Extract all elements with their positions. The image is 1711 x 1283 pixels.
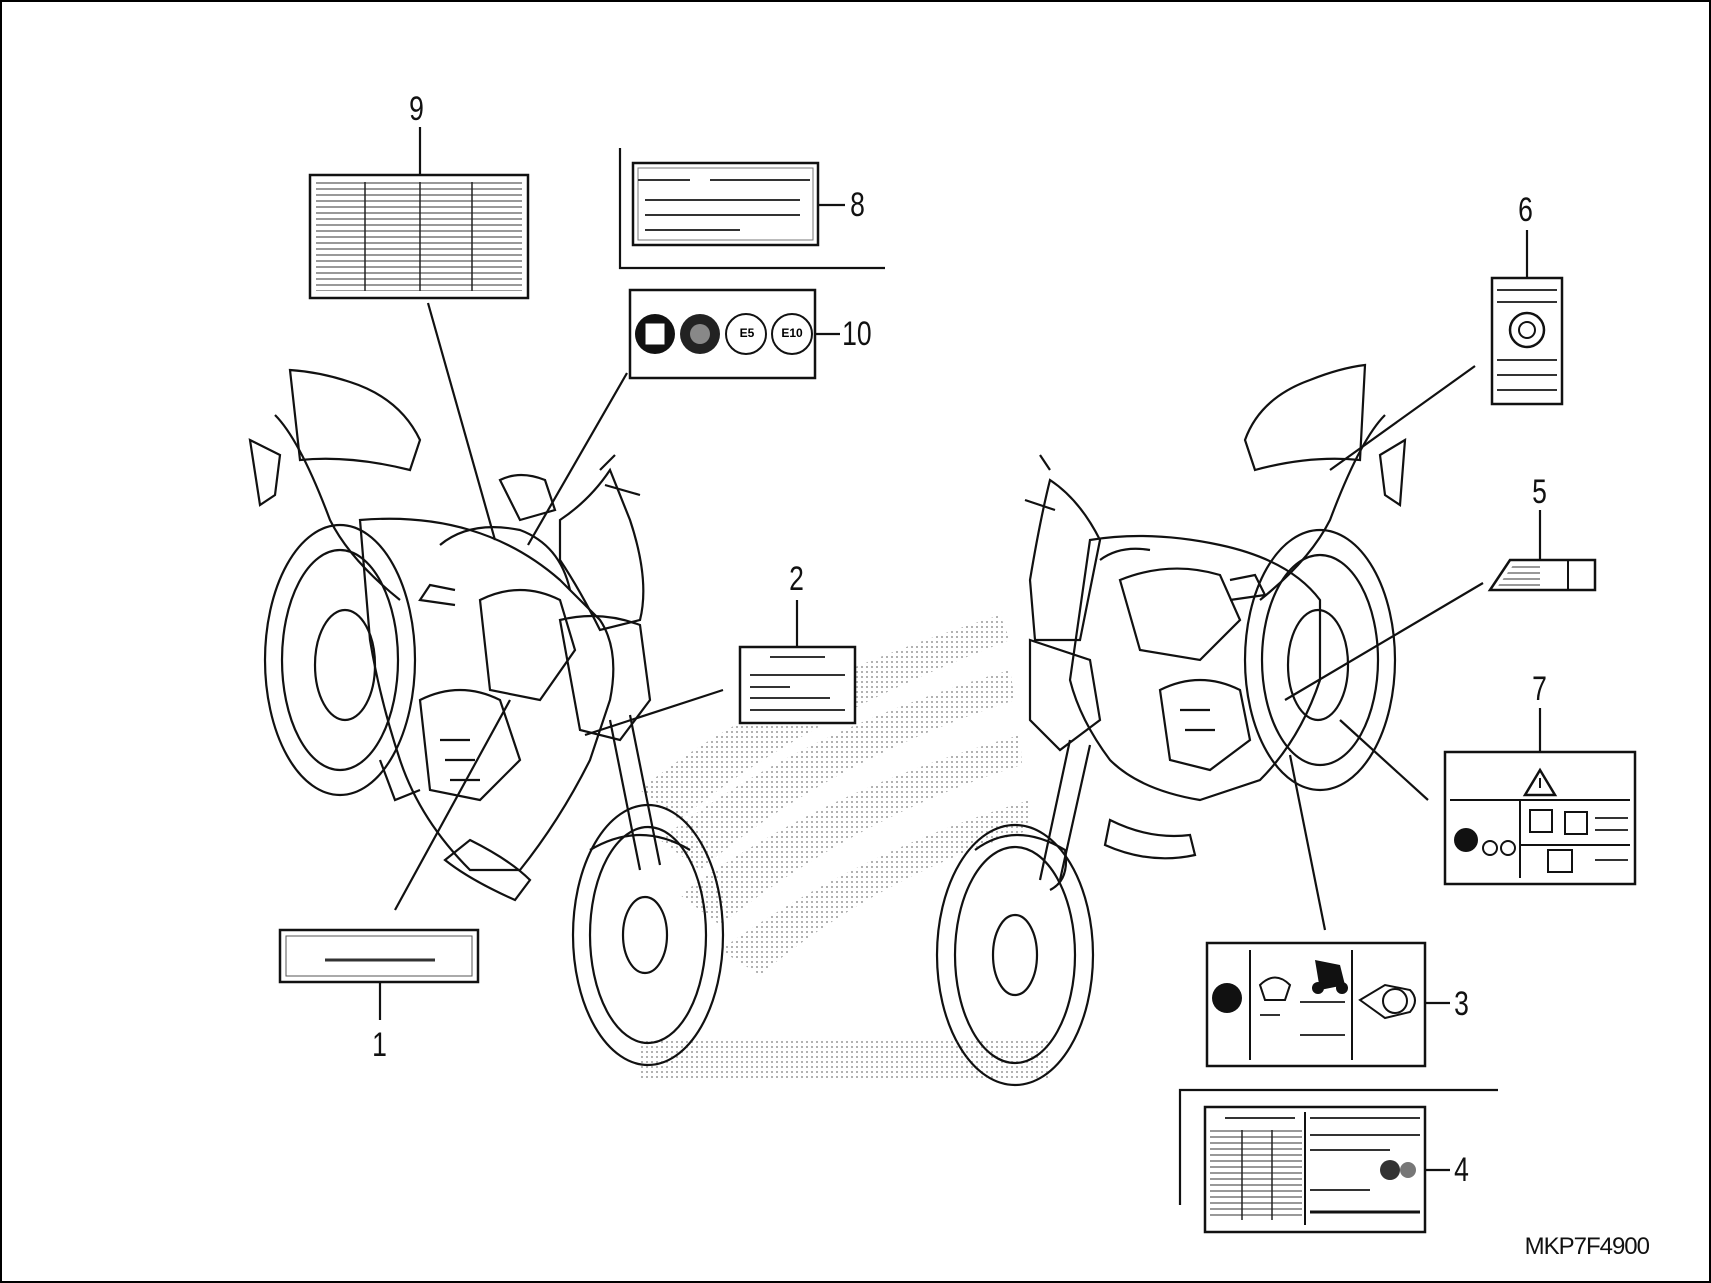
- label-6-graphic: [1490, 230, 1564, 406]
- label-9-graphic: [308, 127, 530, 300]
- motorcycle-right-view: [935, 363, 1407, 1087]
- callout-3: 3: [1454, 985, 1469, 1023]
- label-7-graphic: [1443, 708, 1637, 886]
- label-10-graphic: [628, 288, 840, 380]
- label-2-graphic: [738, 600, 857, 725]
- callout-5: 5: [1532, 473, 1547, 511]
- label-5-graphic: [1487, 510, 1597, 592]
- label-3-graphic: [1205, 941, 1450, 1068]
- diagram-code: MKP7F4900: [1524, 1233, 1650, 1260]
- callout-4: 4: [1454, 1151, 1469, 1189]
- callout-1: 1: [372, 1026, 387, 1064]
- badge-e5: E5: [739, 326, 755, 340]
- label-8-graphic: [618, 148, 885, 270]
- callout-7: 7: [1532, 670, 1547, 708]
- badge-e10: E10: [781, 326, 803, 340]
- callout-8: 8: [850, 186, 865, 224]
- motorcycle-left-view: [248, 368, 725, 1067]
- leader-lines: [394, 302, 1484, 931]
- callout-9: 9: [409, 90, 424, 128]
- callout-2: 2: [789, 560, 804, 598]
- label-1-graphic: [278, 928, 480, 1020]
- callout-10: 10: [842, 315, 872, 353]
- label-4-graphic: [1178, 1088, 1498, 1234]
- callout-6: 6: [1518, 191, 1533, 229]
